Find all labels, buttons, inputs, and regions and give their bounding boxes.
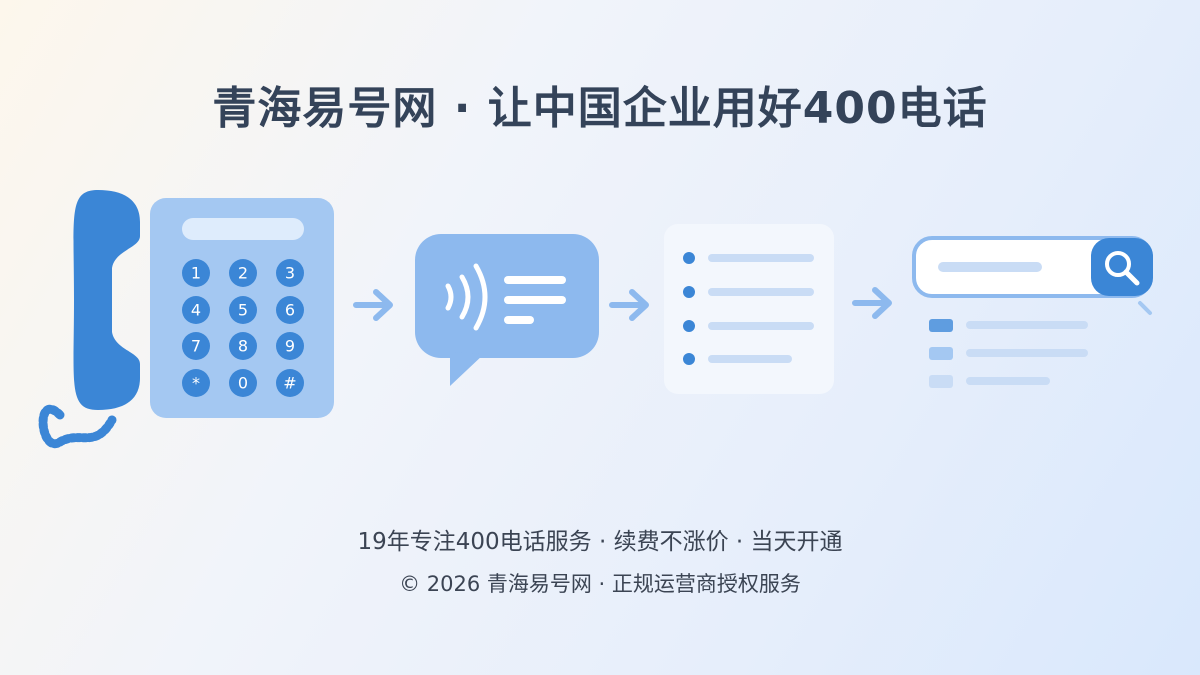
keypad-key-label: 6 [285,301,295,320]
telephone-handset-icon [38,190,140,449]
keypad-key-label: 1 [191,264,201,283]
service-tagline: 19年专注400电话服务 · 续费不涨价 · 当天开通 [357,529,843,555]
keypad-key: 6 [276,296,304,324]
keypad-key-label: * [192,374,200,393]
keypad-key: 8 [229,332,257,360]
speech-bubble-signal-icon [415,234,599,386]
keypad-key: 2 [229,259,257,287]
keypad-key-label: 8 [238,337,248,356]
keypad-key: 4 [182,296,210,324]
keypad-key: 1 [182,259,210,287]
keypad-key: 5 [229,296,257,324]
search-icon [1091,238,1153,315]
keypad-key-label: 2 [238,264,248,283]
keypad-key: # [276,369,304,397]
page-title: 青海易号网 · 让中国企业用好400电话 [212,83,988,134]
arrow-right-icon [609,289,649,321]
copyright-text: © 2026 青海易号网 · 正规运营商授权服务 [399,572,801,596]
keypad-key: 0 [229,369,257,397]
keypad-key-label: 9 [285,337,295,356]
arrow-right-icon [353,289,393,321]
arrow-right-icon [852,287,892,319]
keypad-key: * [182,369,210,397]
keypad-key-label: 7 [191,337,201,356]
keypad-key-label: 5 [238,301,248,320]
keypad-key-label: 0 [238,374,248,393]
search-results-icon [912,236,1153,388]
keypad-key: 9 [276,332,304,360]
keypad-key-label: 4 [191,301,201,320]
keypad-key-label: 3 [285,264,295,283]
keypad-icon: 1 2 3 4 5 6 7 8 9 * 0 # [150,198,334,418]
keypad-key: 3 [276,259,304,287]
keypad-key-label: # [283,374,296,393]
list-document-icon [664,224,834,394]
keypad-key: 7 [182,332,210,360]
